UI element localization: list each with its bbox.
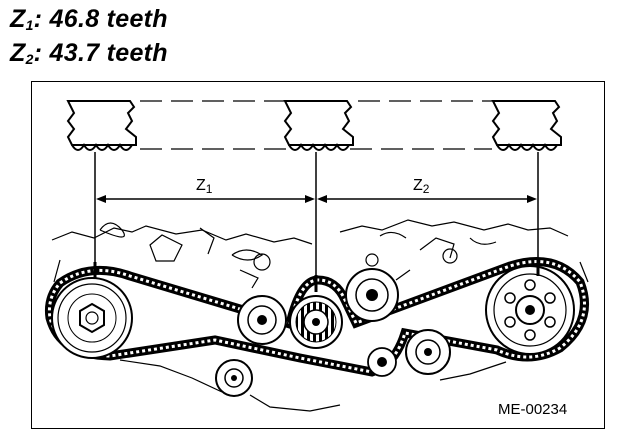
reference-lines <box>94 152 539 285</box>
belt-sample-middle <box>284 100 354 151</box>
right-cam-sprocket <box>485 265 575 355</box>
idler-pulley-upper <box>345 268 399 322</box>
z2-dimension-label: Z2 <box>413 177 430 196</box>
idler-pulley-lower <box>367 347 397 377</box>
z1-dimension-arrow <box>96 195 315 203</box>
z1-subscript: 1 <box>25 17 34 33</box>
engine-outline <box>51 219 589 412</box>
tensioner-pulley <box>405 329 451 375</box>
z2-dimension-arrow <box>317 195 537 203</box>
belt-sample-left <box>67 100 137 151</box>
z2-heading: Z2: 43.7 teeth <box>10 39 168 70</box>
diagram-frame <box>31 81 605 429</box>
z2-value: : 43.7 teeth <box>33 39 168 67</box>
crank-sprocket <box>289 295 343 349</box>
z1-symbol: Z <box>10 5 26 33</box>
z2-symbol: Z <box>10 39 26 67</box>
left-cam-sprocket <box>51 277 133 359</box>
belt-sample-right <box>492 100 562 151</box>
z1-dimension-label: Z1 <box>196 177 213 196</box>
diagram-code: ME-00234 <box>498 401 568 418</box>
dashed-guide-lines <box>140 100 500 150</box>
z2-subscript: 2 <box>25 51 34 67</box>
belt-tensioner <box>215 359 253 397</box>
idler-pulley-left <box>237 295 287 345</box>
belt-marks <box>93 260 540 292</box>
z1-value: : 46.8 teeth <box>33 5 168 33</box>
z1-heading: Z1: 46.8 teeth <box>10 5 168 36</box>
